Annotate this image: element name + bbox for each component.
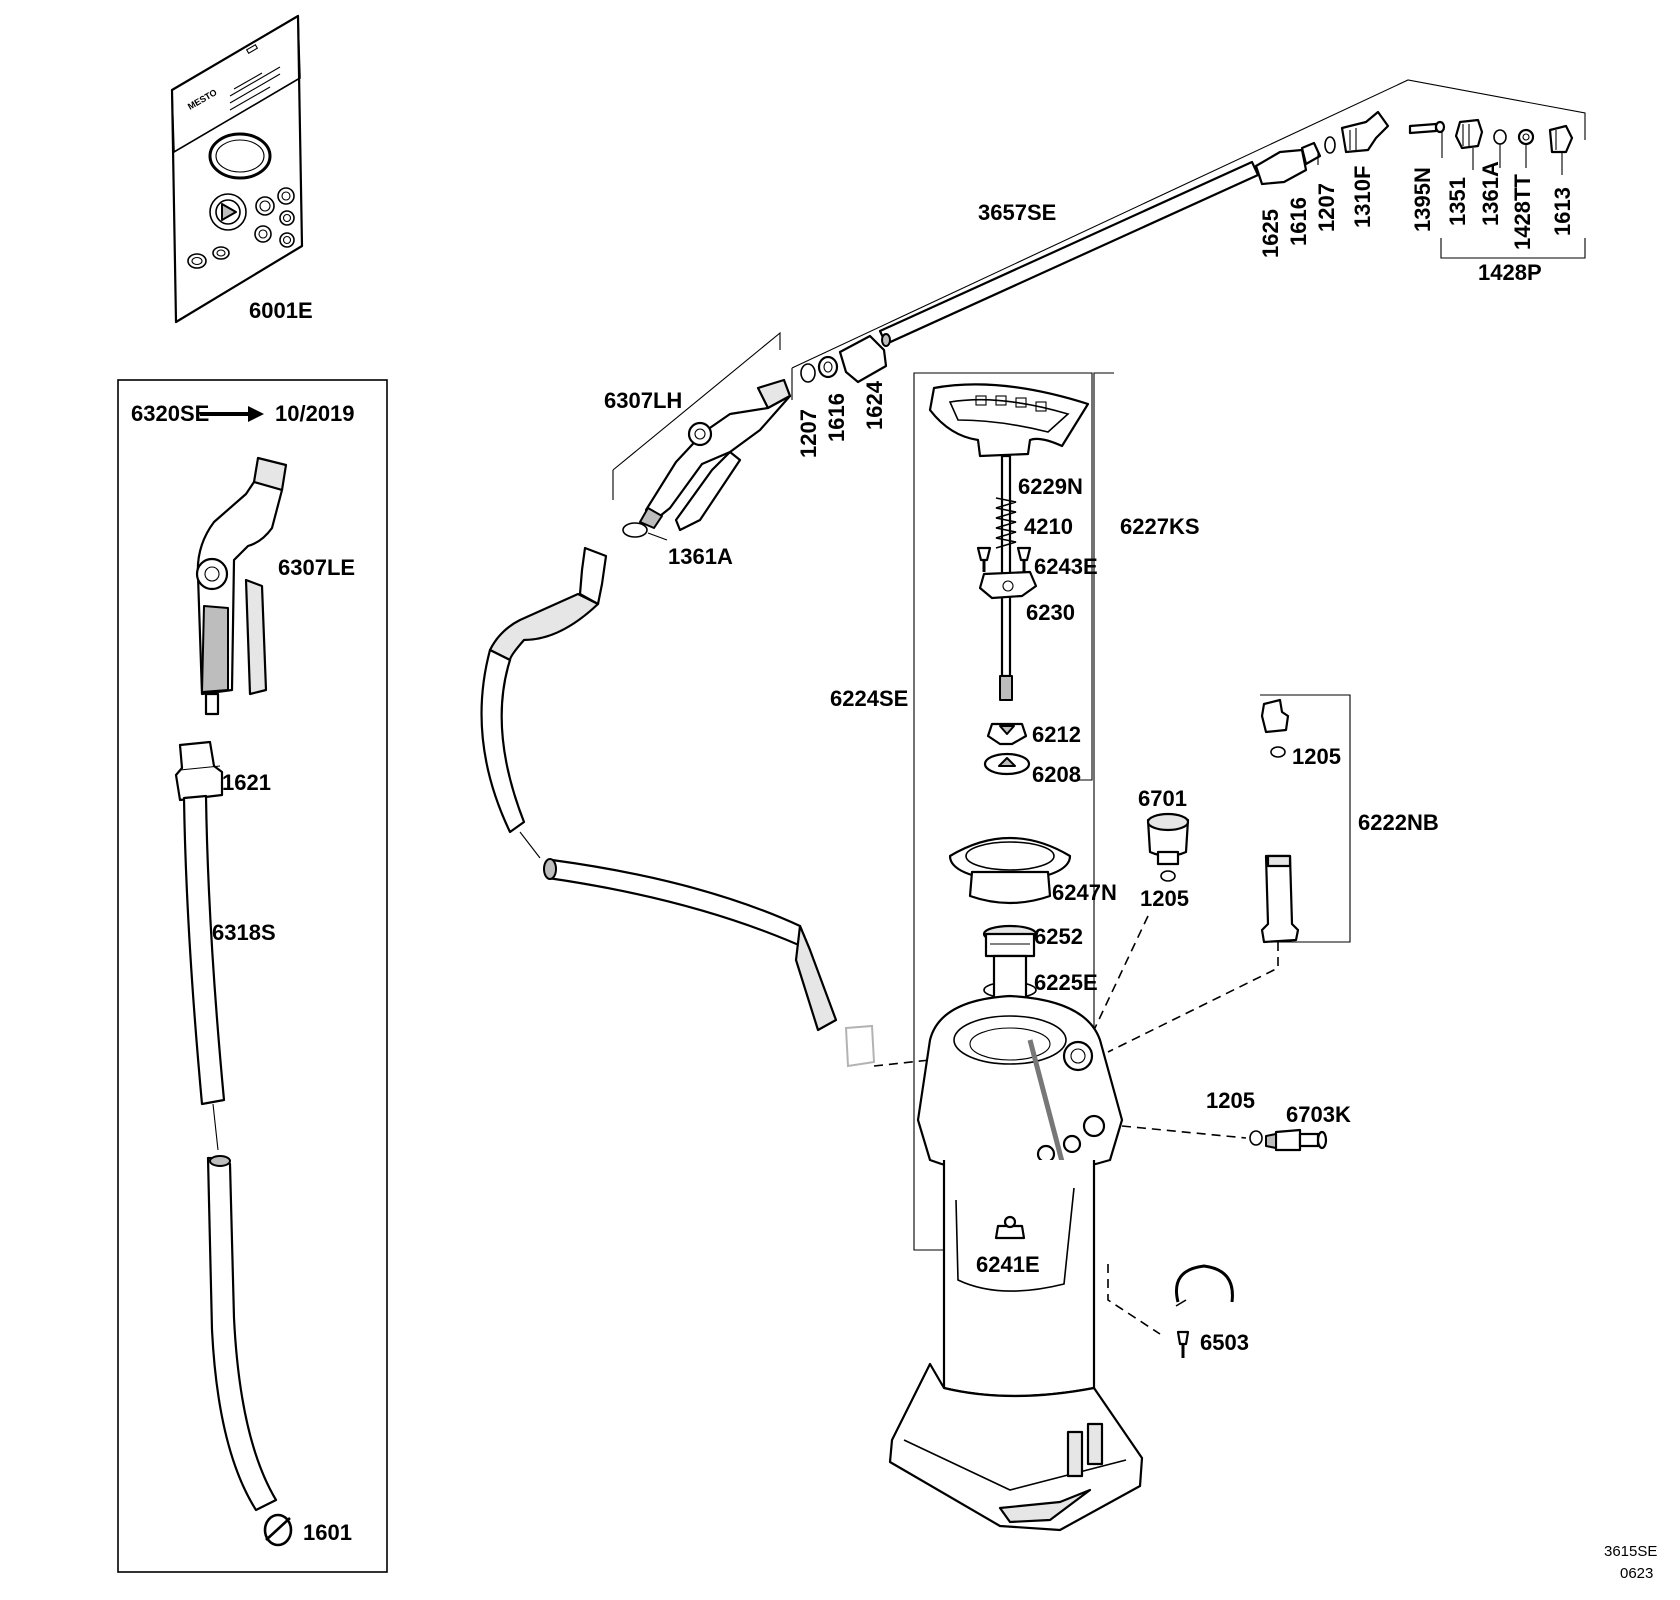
label-6503: 6503: [1200, 1330, 1249, 1355]
label-6247n: 6247N: [1052, 880, 1117, 905]
label-1601: 1601: [303, 1520, 352, 1545]
hose-clip-1601: [263, 1513, 293, 1547]
label-6222nb: 6222NB: [1358, 810, 1439, 835]
kit-box: 6320SE 10/2019 6307LE 1621 6318S: [117, 379, 388, 1573]
label-1428tt: 1428TT: [1510, 174, 1535, 250]
relief-valve: [1260, 694, 1351, 944]
label-6001e: 6001E: [249, 298, 313, 323]
label-4210: 4210: [1024, 514, 1073, 539]
label-1205-valve: 1205: [1206, 1088, 1255, 1113]
label-6252: 6252: [1034, 924, 1083, 949]
label-1310f: 1310F: [1350, 166, 1375, 228]
kit-header-start: 6320SE: [131, 401, 209, 426]
label-1621: 1621: [222, 770, 271, 795]
sprayer-tank: [888, 836, 1144, 1532]
connecting-hose: [480, 546, 931, 1068]
spray-handle-6307le: [195, 456, 288, 716]
label-6224se: 6224SE: [830, 686, 908, 711]
hose-6318s: [182, 794, 278, 1512]
label-6243e: 6243E: [1034, 554, 1098, 579]
label-6703k: 6703K: [1286, 1102, 1351, 1127]
label-1613: 1613: [1550, 187, 1575, 236]
label-3657se: 3657SE: [978, 200, 1056, 225]
label-6229n: 6229N: [1018, 474, 1083, 499]
label-1625: 1625: [1258, 209, 1283, 258]
lance-assembly: [612, 79, 1586, 541]
label-6241e: 6241E: [976, 1252, 1040, 1277]
pressure-gauge: [1146, 812, 1190, 882]
side-valve: [1249, 1128, 1328, 1152]
label-1616-front: 1616: [1286, 197, 1311, 246]
label-1205-relief: 1205: [1292, 744, 1341, 769]
label-1624: 1624: [862, 380, 887, 430]
arrow-right-icon: [248, 406, 264, 422]
label-1616-rear: 1616: [824, 393, 849, 442]
label-6318s: 6318S: [212, 920, 276, 945]
label-1361a-nozzle: 1361A: [1478, 161, 1503, 226]
clip-6503: [1175, 1264, 1234, 1358]
drawing-date: 0623: [1620, 1565, 1653, 1582]
pump-assembly: [913, 372, 1114, 1251]
label-6307le: 6307LE: [278, 555, 355, 580]
label-6212: 6212: [1032, 722, 1081, 747]
label-6307lh: 6307LH: [604, 388, 682, 413]
label-1428p: 1428P: [1478, 260, 1542, 285]
label-1351: 1351: [1445, 177, 1470, 226]
drawing-number: 3615SE: [1604, 1543, 1657, 1560]
label-6230: 6230: [1026, 600, 1075, 625]
label-6227ks: 6227KS: [1120, 514, 1200, 539]
label-1361a-handle: 1361A: [668, 544, 733, 569]
hose-nut-1621: [174, 740, 224, 802]
label-6225e: 6225E: [1034, 970, 1098, 995]
label-1207-rear: 1207: [796, 409, 821, 458]
label-1205-gauge: 1205: [1140, 886, 1189, 911]
label-1207-front: 1207: [1314, 183, 1339, 232]
label-6208: 6208: [1032, 762, 1081, 787]
label-6701: 6701: [1138, 786, 1187, 811]
label-1395n: 1395N: [1410, 167, 1435, 232]
kit-header-end: 10/2019: [275, 401, 355, 426]
service-kit-card: MESTO: [170, 14, 304, 324]
